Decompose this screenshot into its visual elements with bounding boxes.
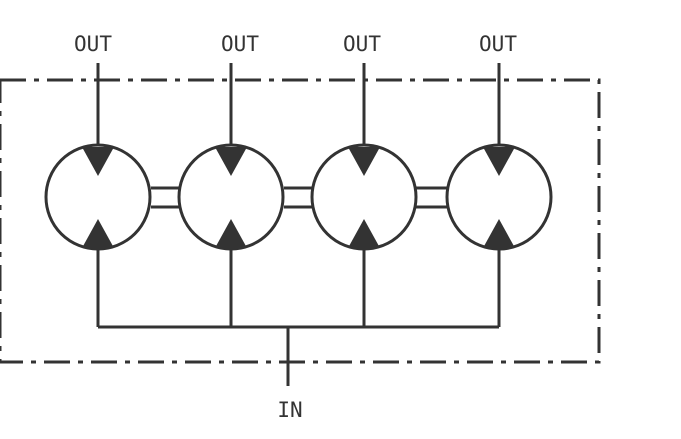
flow-divider-motor-icon [445,143,553,251]
flow-divider-motor-icon [44,143,152,251]
out-label-1: OUT [74,32,112,56]
out-label-2: OUT [221,32,259,56]
flow-divider-motor-icon [310,143,418,251]
input-manifold [96,250,501,386]
assembly-boundary [0,78,601,364]
shaft-couplings [151,186,447,209]
flow-divider-motor-icon [177,143,285,251]
output-lines [96,63,501,147]
in-label: IN [277,398,302,422]
out-label-3: OUT [343,32,381,56]
out-label-4: OUT [479,32,517,56]
